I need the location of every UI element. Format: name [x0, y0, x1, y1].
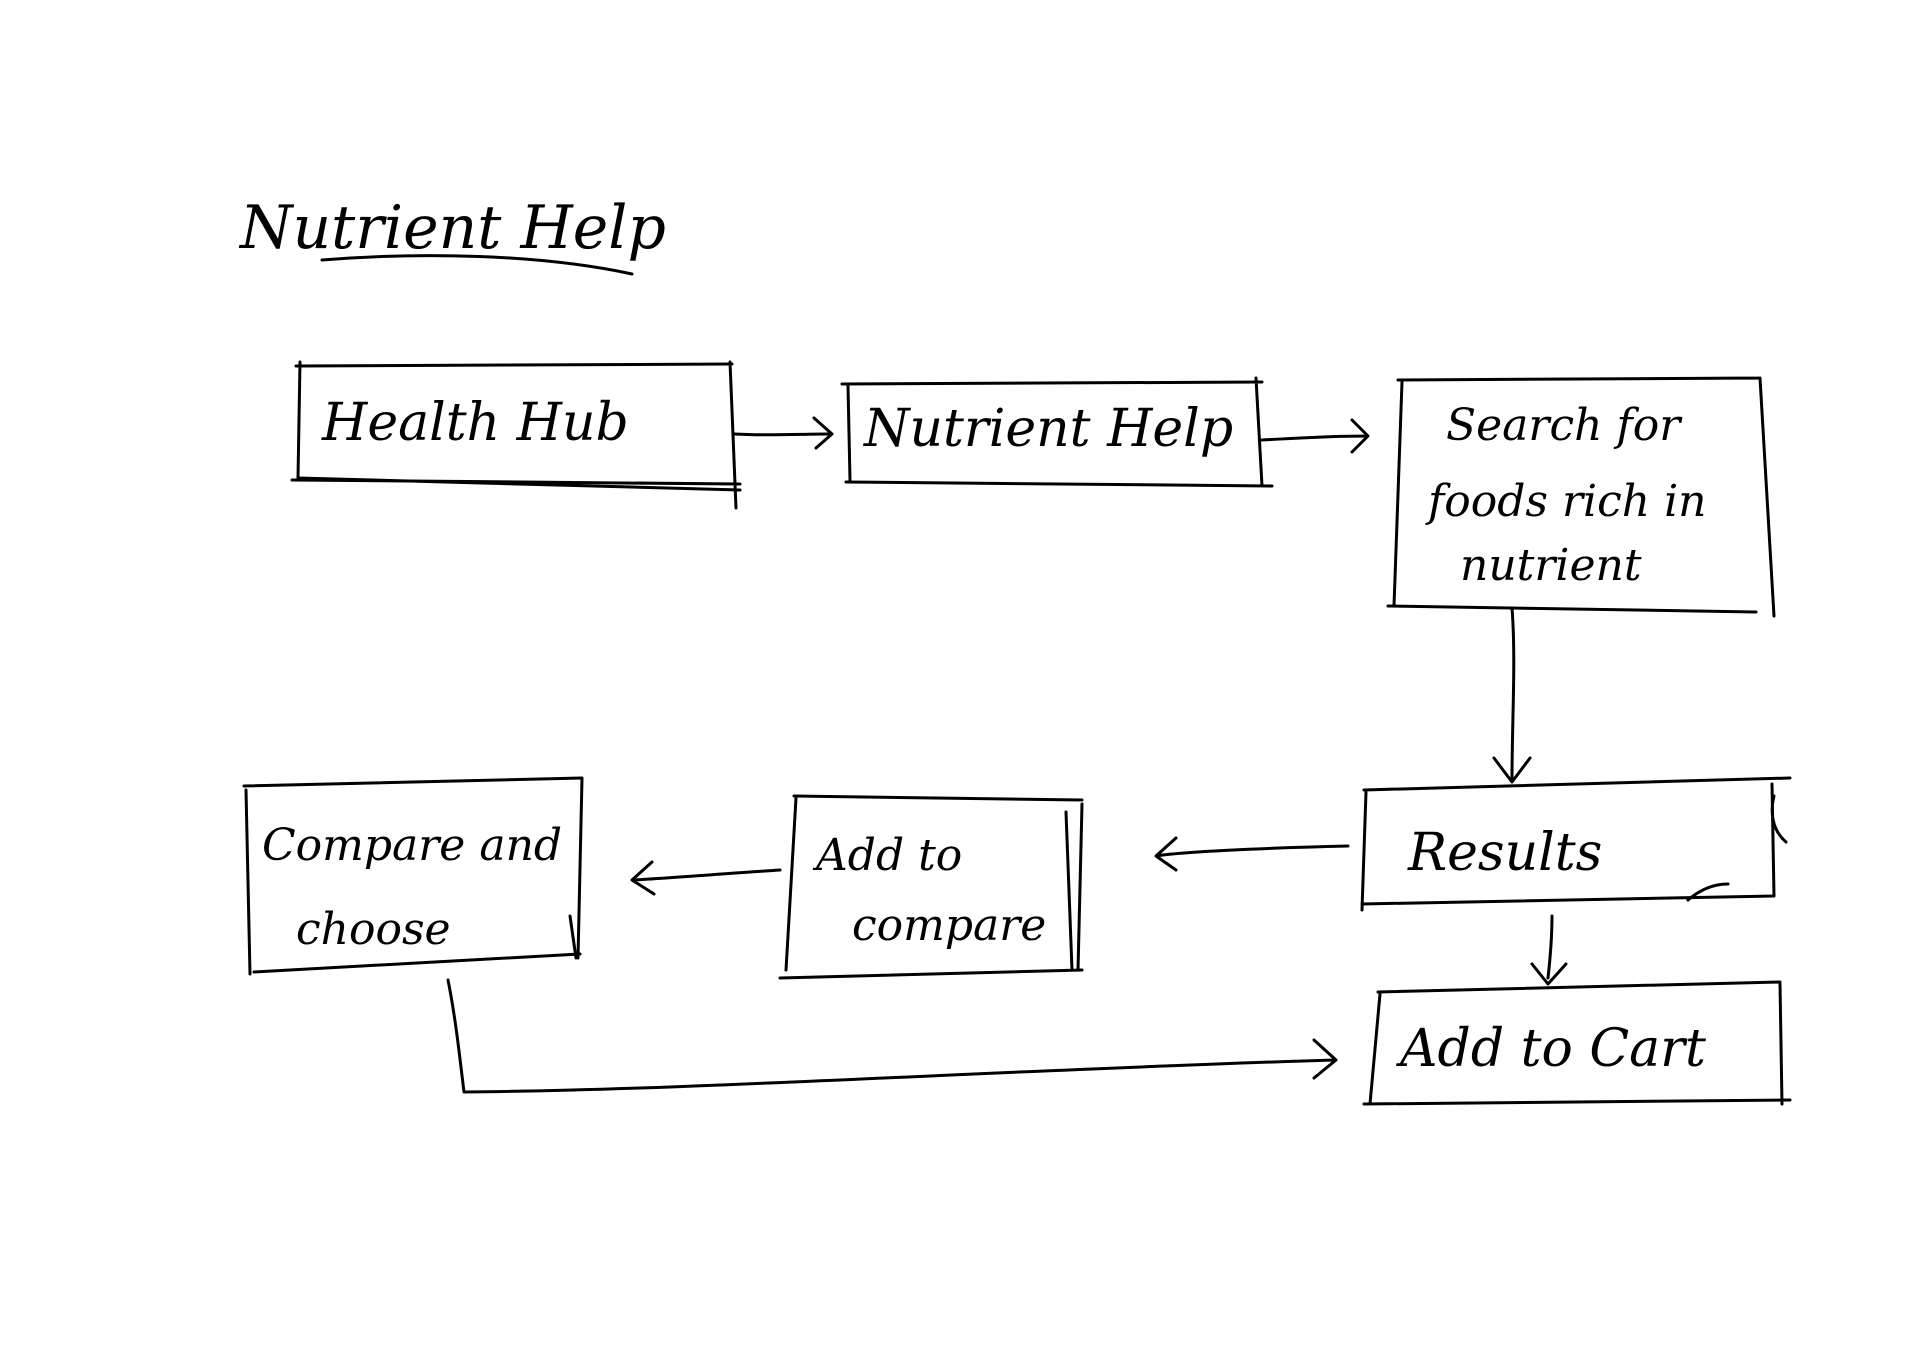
- node-add-to-cart-box: [1362, 980, 1792, 1106]
- edge-results-to-add-to-compare: [1154, 836, 1350, 872]
- node-search-box: [1386, 376, 1776, 618]
- diagram-title: Nutrient Help: [238, 193, 666, 263]
- node-health-hub-box: [290, 360, 742, 510]
- node-search: Search for foods rich in nutrient: [1386, 376, 1776, 618]
- node-compare-choose-label-line-2: choose: [296, 904, 451, 955]
- title-underline: [320, 254, 634, 276]
- node-search-label-line-1: Search for: [1446, 400, 1683, 451]
- edge-results-to-add-to-cart: [1530, 914, 1568, 986]
- node-compare-choose-label-line-1: Compare and: [262, 820, 562, 871]
- node-results: Results: [1360, 776, 1792, 912]
- node-add-to-compare: Add to compare: [778, 794, 1084, 980]
- node-add-to-compare-box: [778, 794, 1084, 980]
- node-nutrient-help: Nutrient Help: [840, 376, 1274, 488]
- edge-nutrient-help-to-search: [1260, 418, 1370, 454]
- node-add-to-compare-label-line-1: Add to: [812, 830, 962, 881]
- node-search-label-line-2: foods rich in: [1425, 476, 1706, 527]
- node-nutrient-help-box: [840, 376, 1274, 488]
- edge-add-to-compare-to-compare-choose: [630, 860, 782, 896]
- edge-search-to-results: [1492, 606, 1532, 784]
- node-results-label: Results: [1407, 823, 1602, 883]
- node-add-to-cart: Add to Cart: [1362, 980, 1792, 1106]
- node-health-hub: Health Hub: [290, 360, 742, 510]
- node-compare-choose: Compare and choose: [242, 776, 584, 976]
- node-search-label-line-3: nutrient: [1460, 540, 1642, 591]
- node-add-to-cart-label: Add to Cart: [1396, 1019, 1706, 1079]
- node-results-box: [1360, 776, 1792, 912]
- node-compare-choose-box: [242, 776, 584, 976]
- edge-compare-choose-to-add-to-cart: [446, 978, 1338, 1094]
- edges: [446, 416, 1568, 1094]
- node-health-hub-label: Health Hub: [321, 393, 629, 453]
- node-nutrient-help-label: Nutrient Help: [862, 399, 1233, 459]
- node-add-to-compare-label-line-2: compare: [852, 900, 1046, 951]
- edge-health-hub-to-nutrient-help: [732, 416, 834, 450]
